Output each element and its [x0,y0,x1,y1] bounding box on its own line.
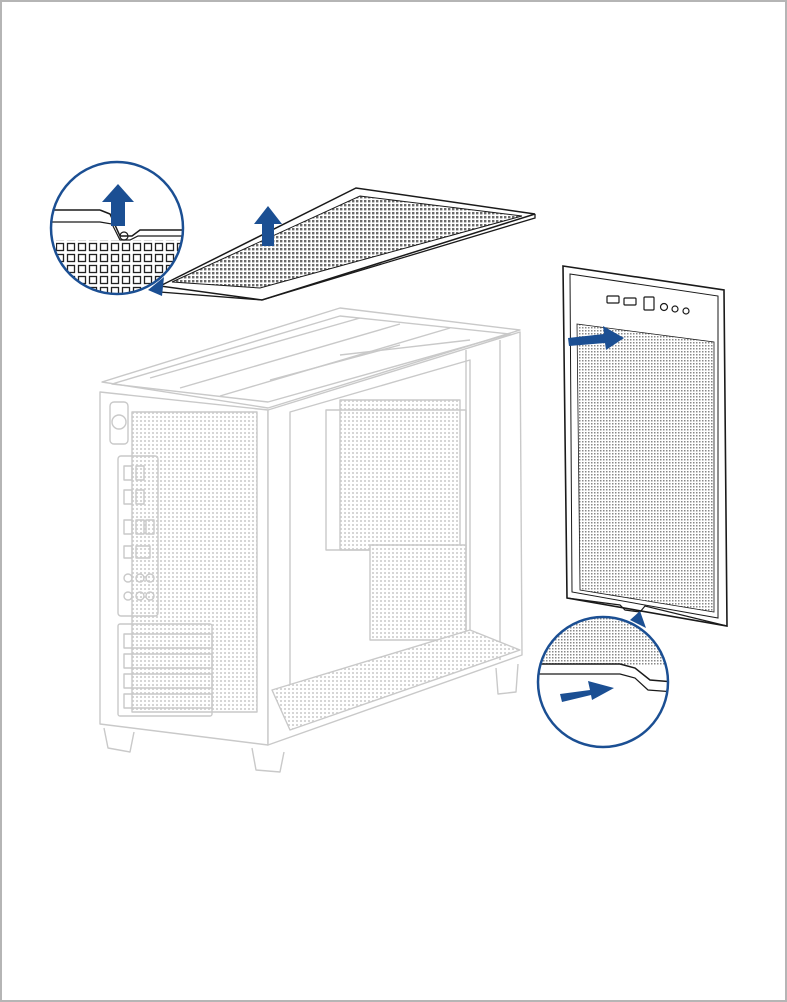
pc-case-body [100,308,522,772]
magnifier-callout-icon [535,611,675,755]
front-panel [563,266,727,626]
top-dust-filter [160,188,535,300]
magnifier-callout-icon [50,160,190,300]
